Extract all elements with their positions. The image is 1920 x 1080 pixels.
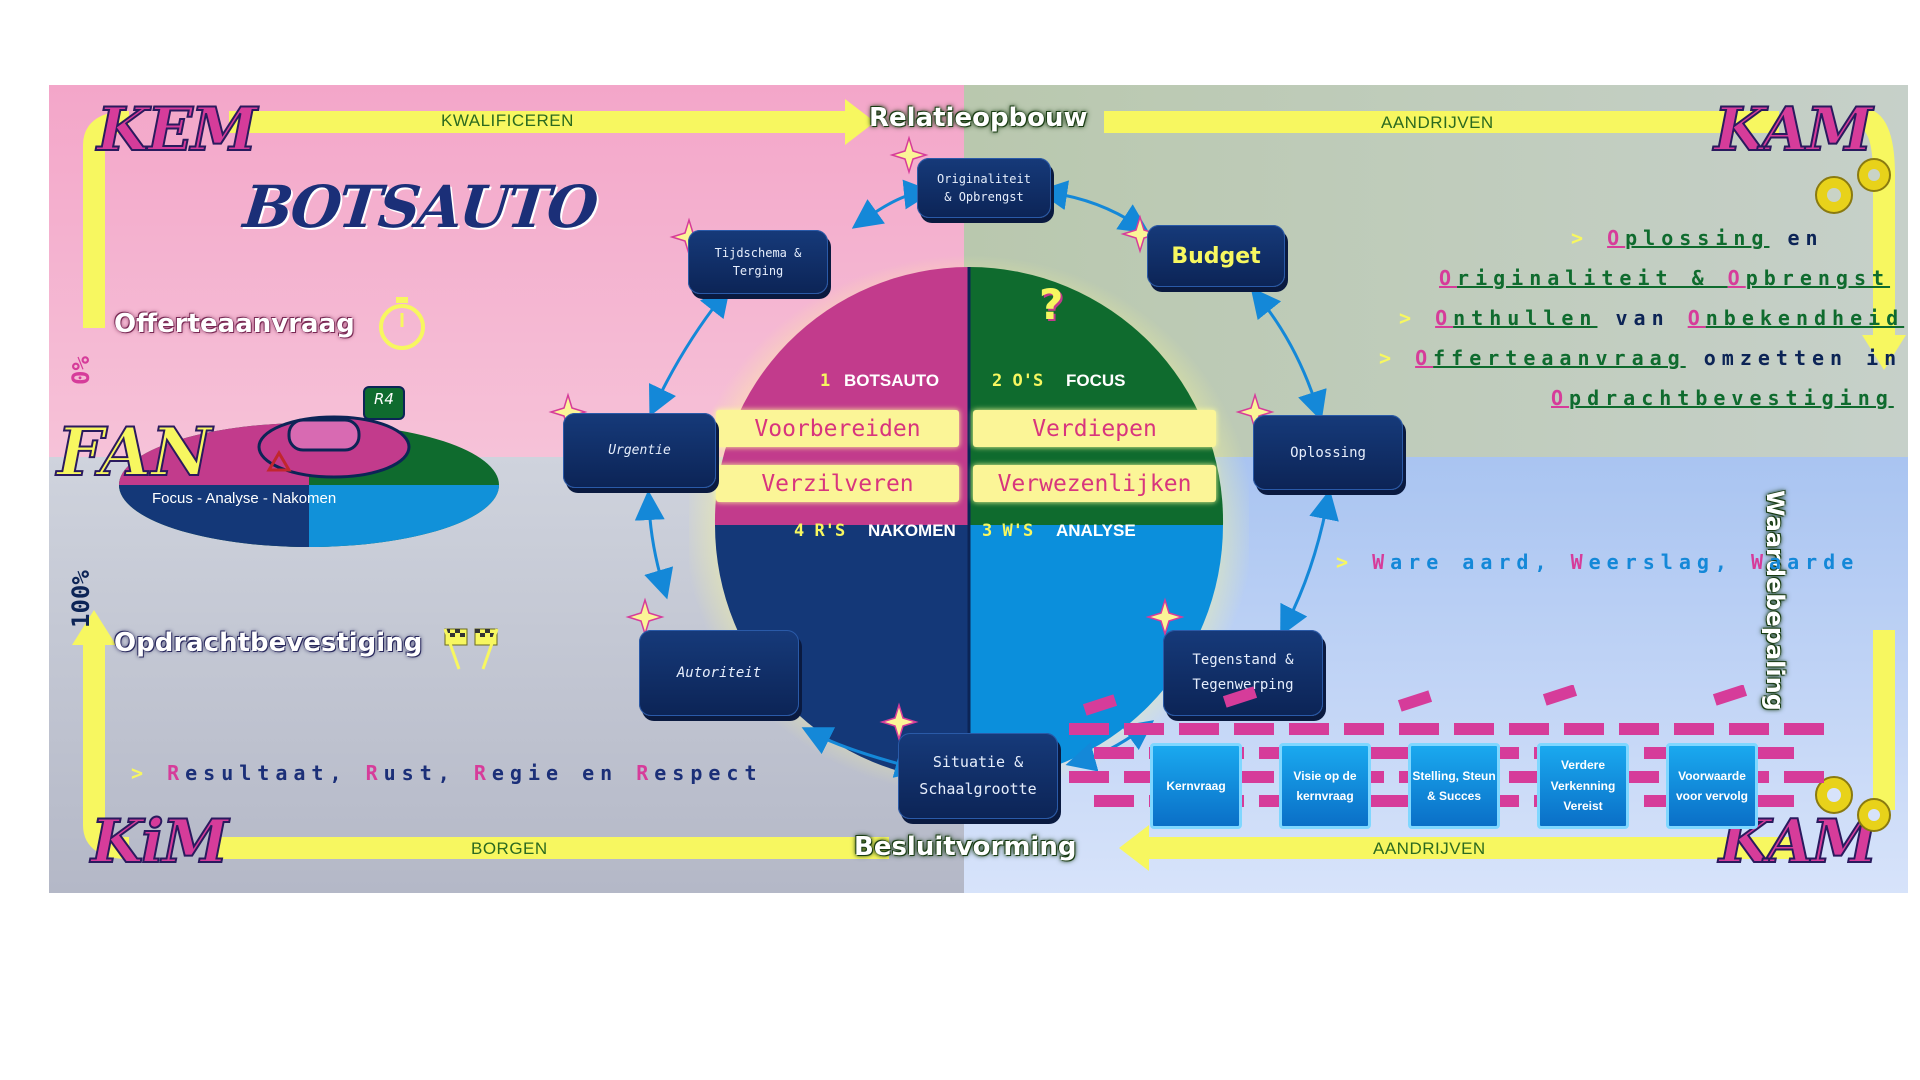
stopwatch-icon (379, 297, 425, 350)
text-part: esultaat, (185, 761, 366, 785)
corner-kam-top: KAM (1713, 94, 1874, 166)
diagram-canvas: KWALIFICEREN AANDRIJVEN BORGEN AANDRIJVE… (49, 85, 1908, 893)
cap-o: O (1727, 266, 1746, 290)
node-budget: Budget (1147, 225, 1285, 287)
pill-voorbereiden: Voorbereiden (716, 410, 959, 447)
cap-r: R (636, 761, 655, 785)
cap-w: W (1750, 550, 1770, 574)
text-part: eerslag, (1588, 550, 1751, 574)
pill-verdiepen: Verdiepen (973, 410, 1216, 447)
node-originaliteit: Originaliteit & Opbrengst (917, 158, 1051, 218)
bullet-prefix: > (1336, 550, 1355, 574)
text-part: riginaliteit & (1457, 266, 1728, 290)
bullet-opdrachtbevestiging: Opdrachtbevestiging (1551, 386, 1894, 410)
step-verdere-verkenning: Verdere Verkenning Vereist (1537, 743, 1629, 829)
node-oplossing: Oplossing (1253, 415, 1403, 490)
cap-o: O (1687, 306, 1706, 330)
cap-r: R (365, 761, 384, 785)
flow-arrows (72, 99, 1906, 871)
resultaat-line: > Resultaat, Rust, Regie en Respect (131, 761, 763, 785)
arrow-label-kwalificeren: KWALIFICEREN (441, 111, 574, 130)
opdrachtbevestiging-label: Opdrachtbevestiging (114, 628, 423, 658)
arrow-label-aandrijven-top: AANDRIJVEN (1381, 113, 1494, 132)
node-urgentie: Urgentie (563, 413, 716, 488)
text-part: omzetten in (1685, 346, 1903, 370)
node-tijdschema: Tijdschema & Terging (688, 230, 828, 294)
q4-number: 4 R'S (794, 521, 846, 541)
text-part: pbrengst (1745, 266, 1891, 290)
q2-label: FOCUS (1066, 371, 1126, 390)
fan-subtitle: Focus - Analyse - Nakomen (152, 490, 337, 507)
gear-icon (1815, 158, 1891, 214)
milestone-besluitvorming: Besluitvorming (854, 832, 1077, 862)
bullet-onthullen: > Onthullen van Onbekendheid (1399, 306, 1904, 330)
bullet-oplossing: > Oplossing en (1571, 226, 1824, 250)
step-stelling: Stelling, Steun & Succes (1408, 743, 1500, 829)
cap-o: O (1415, 346, 1434, 370)
fan-title: FAN (56, 412, 213, 492)
cap-w: W (1372, 550, 1391, 574)
text-part: fferteaanvraag (1433, 346, 1686, 370)
pill-verzilveren: Verzilveren (716, 465, 959, 502)
text-part: egie en (491, 761, 637, 785)
text-part: nbekendheid (1705, 306, 1905, 330)
bullet-prefix: > (1571, 226, 1590, 250)
quadrant-circle (689, 255, 1249, 795)
arrow-label-borgen: BORGEN (471, 839, 548, 858)
cap-w: W (1570, 550, 1589, 574)
pill-verwezenlijken: Verwezenlijken (973, 465, 1216, 502)
cap-o: O (1607, 226, 1626, 250)
bullet-prefix: > (131, 761, 150, 785)
cap-r: R (473, 761, 492, 785)
q1-number: 1 (820, 371, 831, 391)
q3-number: 3 W'S (982, 521, 1034, 541)
text-part: en (1769, 226, 1824, 250)
text-part: pdrachtbevestiging (1569, 386, 1894, 410)
q4-label: NAKOMEN (868, 521, 956, 540)
arrow-label-aandrijven-bottom: AANDRIJVEN (1373, 839, 1486, 858)
q3-label: ANALYSE (1056, 521, 1136, 540)
offerteaanvraag-label: Offerteaanvraag (114, 309, 355, 339)
q1-label: BOTSAUTO (844, 371, 940, 390)
node-connectors (634, 179, 1339, 778)
cap-r: R (167, 761, 186, 785)
bullet-originaliteit: Originaliteit & Opbrengst (1439, 266, 1890, 290)
step-kernvraag: Kernvraag (1150, 743, 1242, 829)
cap-o: O (1439, 266, 1458, 290)
text-part: espect (654, 761, 763, 785)
text-part: van (1597, 306, 1688, 330)
cap-o: O (1551, 386, 1570, 410)
bumper-car-icon (119, 386, 499, 547)
step-visie: Visie op de kernvraag (1279, 743, 1371, 829)
gear-icon (1815, 776, 1891, 832)
node-autoriteit: Autoriteit (639, 630, 799, 716)
bullet-prefix: > (1399, 306, 1418, 330)
text-part: plossing (1625, 226, 1770, 250)
node-situatie: Situatie & Schaalgrootte (898, 733, 1058, 819)
corner-kim: KiM (90, 806, 229, 878)
bullet-prefix: > (1379, 346, 1398, 370)
car-badge: R4 (374, 390, 394, 408)
corner-kem: KEM (96, 94, 258, 166)
q2-number: 2 O'S (992, 371, 1044, 391)
step-voorwaarde: Voorwaarde voor vervolg (1666, 743, 1758, 829)
question-icon: ? (1039, 280, 1064, 329)
milestone-relatieopbouw: Relatieopbouw (869, 103, 1088, 133)
text-part: nthullen (1453, 306, 1598, 330)
text-part: ust, (383, 761, 474, 785)
text-part: are aard, (1390, 550, 1571, 574)
text-part: aarde (1769, 550, 1860, 574)
checkered-flags-icon (443, 628, 499, 670)
cap-o: O (1435, 306, 1454, 330)
bullet-ware-aard: > Ware aard, Weerslag, Waarde (1336, 550, 1859, 574)
bullet-offerteaanvraag: > Offerteaanvraag omzetten in (1379, 346, 1902, 370)
